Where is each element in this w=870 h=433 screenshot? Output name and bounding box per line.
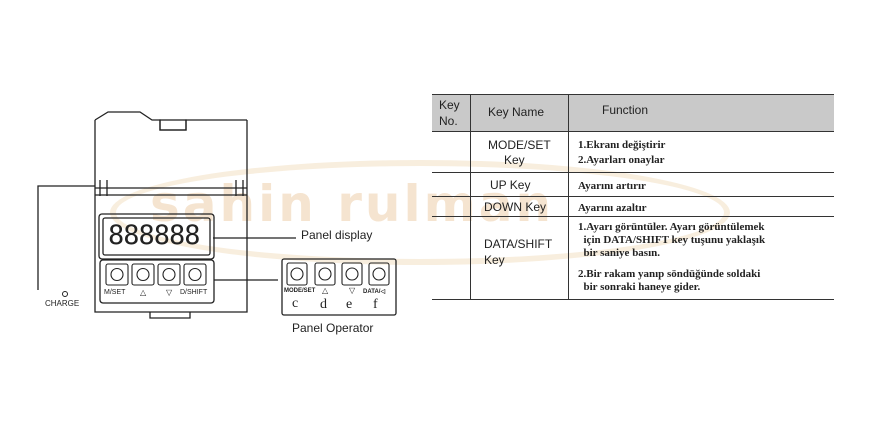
operator-letter-f: f xyxy=(373,297,378,312)
row-up-name: UP Key xyxy=(490,178,531,192)
row-datashift-function-line1: 1.Ayarı görüntüler. Ayarı görüntülemek xyxy=(578,221,765,233)
row-modeset-function-line1: 1.Ekranı değiştirir xyxy=(578,139,666,151)
row-datashift-function-line5: bir sonraki haneye gider. xyxy=(578,281,701,293)
row-datashift-function-line2: için DATA/SHIFT key tuşunu yaklaşık xyxy=(578,234,766,246)
header-key-no-line2: No. xyxy=(439,114,458,128)
row-datashift-function-line4: 2.Bir rakam yanıp söndüğünde soldaki xyxy=(578,268,761,280)
operator-letter-c: c xyxy=(292,296,299,311)
operator-key-label-data: DATA/◁ xyxy=(363,289,386,295)
device-operator-frame xyxy=(99,259,215,304)
display-frame xyxy=(98,213,215,260)
row-modeset-name-line1: MODE/SET xyxy=(488,138,551,152)
device-diagram xyxy=(37,111,397,319)
watermark-text: sahin rulman xyxy=(150,175,555,233)
table-header xyxy=(432,94,834,131)
device-body xyxy=(94,120,248,313)
operator-key-label-modeset: MODE/SET xyxy=(284,288,316,294)
header-key-name: Key Name xyxy=(488,105,545,119)
panel-operator-label: Panel Operator xyxy=(292,321,374,335)
header-function: Function xyxy=(602,103,649,117)
device-top-slot xyxy=(159,119,187,131)
device-key-label-down: ▽ xyxy=(166,288,173,297)
key-function-table: Key No. Key Name Function MODE/SET Key 1… xyxy=(432,94,834,300)
row-up-function: Ayarını artırır xyxy=(578,180,646,192)
panel-display-label: Panel display xyxy=(301,228,373,242)
row-modeset-function-line2: 2.Ayarları onaylar xyxy=(578,154,665,166)
operator-letter-d: d xyxy=(320,297,327,312)
row-modeset-name-line2: Key xyxy=(504,153,525,167)
device-key-label-mset: M/SET xyxy=(104,289,126,296)
seven-segment-display: 888888 xyxy=(108,220,201,251)
row-down-function: Ayarını azaltır xyxy=(578,202,647,214)
row-datashift-name-line1: DATA/SHIFT xyxy=(484,237,553,251)
charge-led-icon xyxy=(62,291,68,297)
row-datashift-function-line3: bir saniye basın. xyxy=(578,247,661,259)
external-operator-frame xyxy=(281,258,397,316)
device-top-cover xyxy=(94,111,247,131)
header-key-no-line1: Key xyxy=(439,98,460,112)
charge-label: CHARGE xyxy=(45,299,80,308)
watermark-arc xyxy=(110,160,730,265)
operator-letter-e: e xyxy=(346,297,353,312)
device-key-label-dshift: D/SHIFT xyxy=(180,289,208,296)
device-key-label-up: △ xyxy=(140,288,147,297)
operator-key-label-up: △ xyxy=(322,286,329,295)
operator-key-label-down: ▽ xyxy=(349,286,356,295)
row-datashift-name-line2: Key xyxy=(484,253,505,267)
row-down-name: DOWN Key xyxy=(484,200,547,214)
